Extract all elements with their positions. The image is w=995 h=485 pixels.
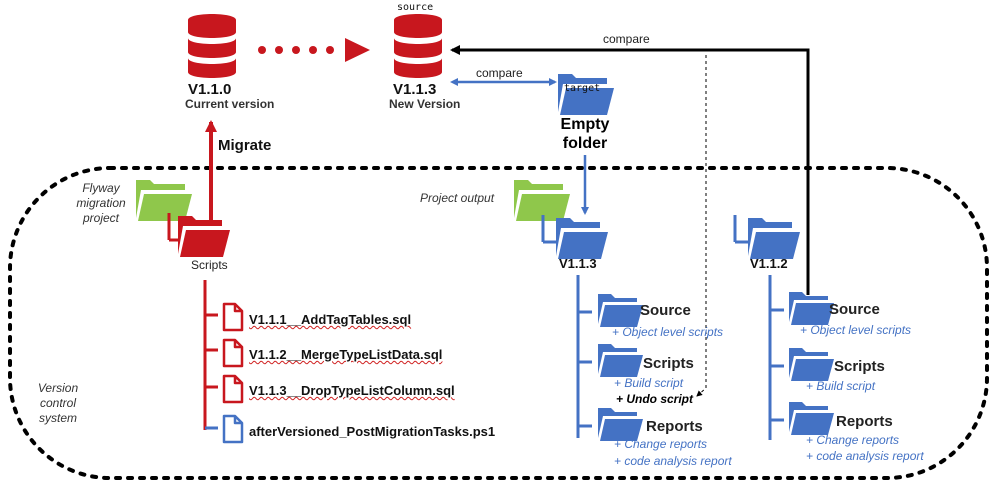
output-v112-source-item: + Object level scripts xyxy=(800,323,912,337)
output-v112-source-title: Source xyxy=(829,301,880,318)
script-file-name[interactable]: afterVersioned_PostMigrationTasks.ps1 xyxy=(249,424,496,439)
output-v113-reports-item: + Change reports xyxy=(614,437,708,451)
output-v113-reports-title: Reports xyxy=(646,418,703,435)
file-icon xyxy=(222,374,244,404)
output-v112-tree-lines xyxy=(768,275,784,440)
compare-top-label: compare xyxy=(603,32,650,46)
output-v113-source-item: + Object level scripts xyxy=(612,325,724,339)
powershell-file-icon xyxy=(222,414,244,444)
output-v112-scripts-title: Scripts xyxy=(834,358,885,375)
output-v113-scripts-title: Scripts xyxy=(643,355,694,372)
output-v112-reports-item: + Change reports xyxy=(806,433,900,447)
output-v112-scripts-item: + Build script xyxy=(806,379,876,393)
undo-dashed-line xyxy=(696,55,707,397)
folder-icon xyxy=(598,408,643,441)
output-v113-tree-lines xyxy=(576,275,592,438)
migration-file-name[interactable]: V1.1.2__MergeTypeListData.sql xyxy=(249,347,443,362)
output-v113-scripts-item: + Build script xyxy=(614,376,684,390)
flyway-project-folder-icon xyxy=(136,180,192,221)
target-tag: target xyxy=(564,83,601,94)
vcs-label: Version control system xyxy=(37,381,79,425)
output-v112-reports-item: + code analysis report xyxy=(806,449,924,463)
file-icon xyxy=(222,302,244,332)
file-icon xyxy=(222,338,244,368)
database-current-icon xyxy=(188,14,236,78)
flyway-project-label: Flyway migration project xyxy=(76,181,126,225)
upgrade-dotted-arrow xyxy=(258,38,370,62)
source-tag: source xyxy=(397,2,434,13)
output-v113-source-title: Source xyxy=(640,302,691,319)
output-v112-reports-title: Reports xyxy=(836,413,893,430)
vcs-boundary xyxy=(8,166,989,480)
scripts-label: Scripts xyxy=(191,258,228,272)
new-version-label: New Version xyxy=(389,97,461,111)
output-v113-reports-item: + code analysis report xyxy=(614,454,732,468)
migration-file-name[interactable]: V1.1.3__DropTypeListColumn.sql xyxy=(249,383,455,398)
empty-folder-label: Empty folder xyxy=(560,116,610,152)
output-v113-undo-item: + Undo script xyxy=(616,392,694,406)
folder-icon xyxy=(789,348,834,381)
current-version-label: Current version xyxy=(185,97,275,111)
current-version-number: V1.1.0 xyxy=(188,81,232,98)
migration-file-name[interactable]: V1.1.1__AddTagTables.sql xyxy=(249,312,412,327)
migrate-label: Migrate xyxy=(218,137,272,154)
folder-icon xyxy=(598,294,643,327)
output-v112-folder-icon xyxy=(733,215,800,259)
scripts-tree-lines xyxy=(203,280,218,430)
folder-icon xyxy=(598,344,643,377)
output-v113-version: V1.1.3 xyxy=(559,256,597,271)
output-v113-folder-icon xyxy=(541,215,608,259)
new-version-number: V1.1.3 xyxy=(393,81,437,98)
compare-mid-label: compare xyxy=(476,66,523,80)
folder-icon xyxy=(789,402,834,435)
compare-top-arrow xyxy=(450,45,810,295)
project-output-folder-icon xyxy=(514,180,570,221)
target-folder-icon xyxy=(558,74,614,115)
scripts-folder-icon xyxy=(167,213,230,257)
folder-icon xyxy=(789,292,834,325)
database-new-icon xyxy=(394,14,442,78)
output-v112-version: V1.1.2 xyxy=(750,256,788,271)
project-output-label: Project output xyxy=(420,191,495,205)
